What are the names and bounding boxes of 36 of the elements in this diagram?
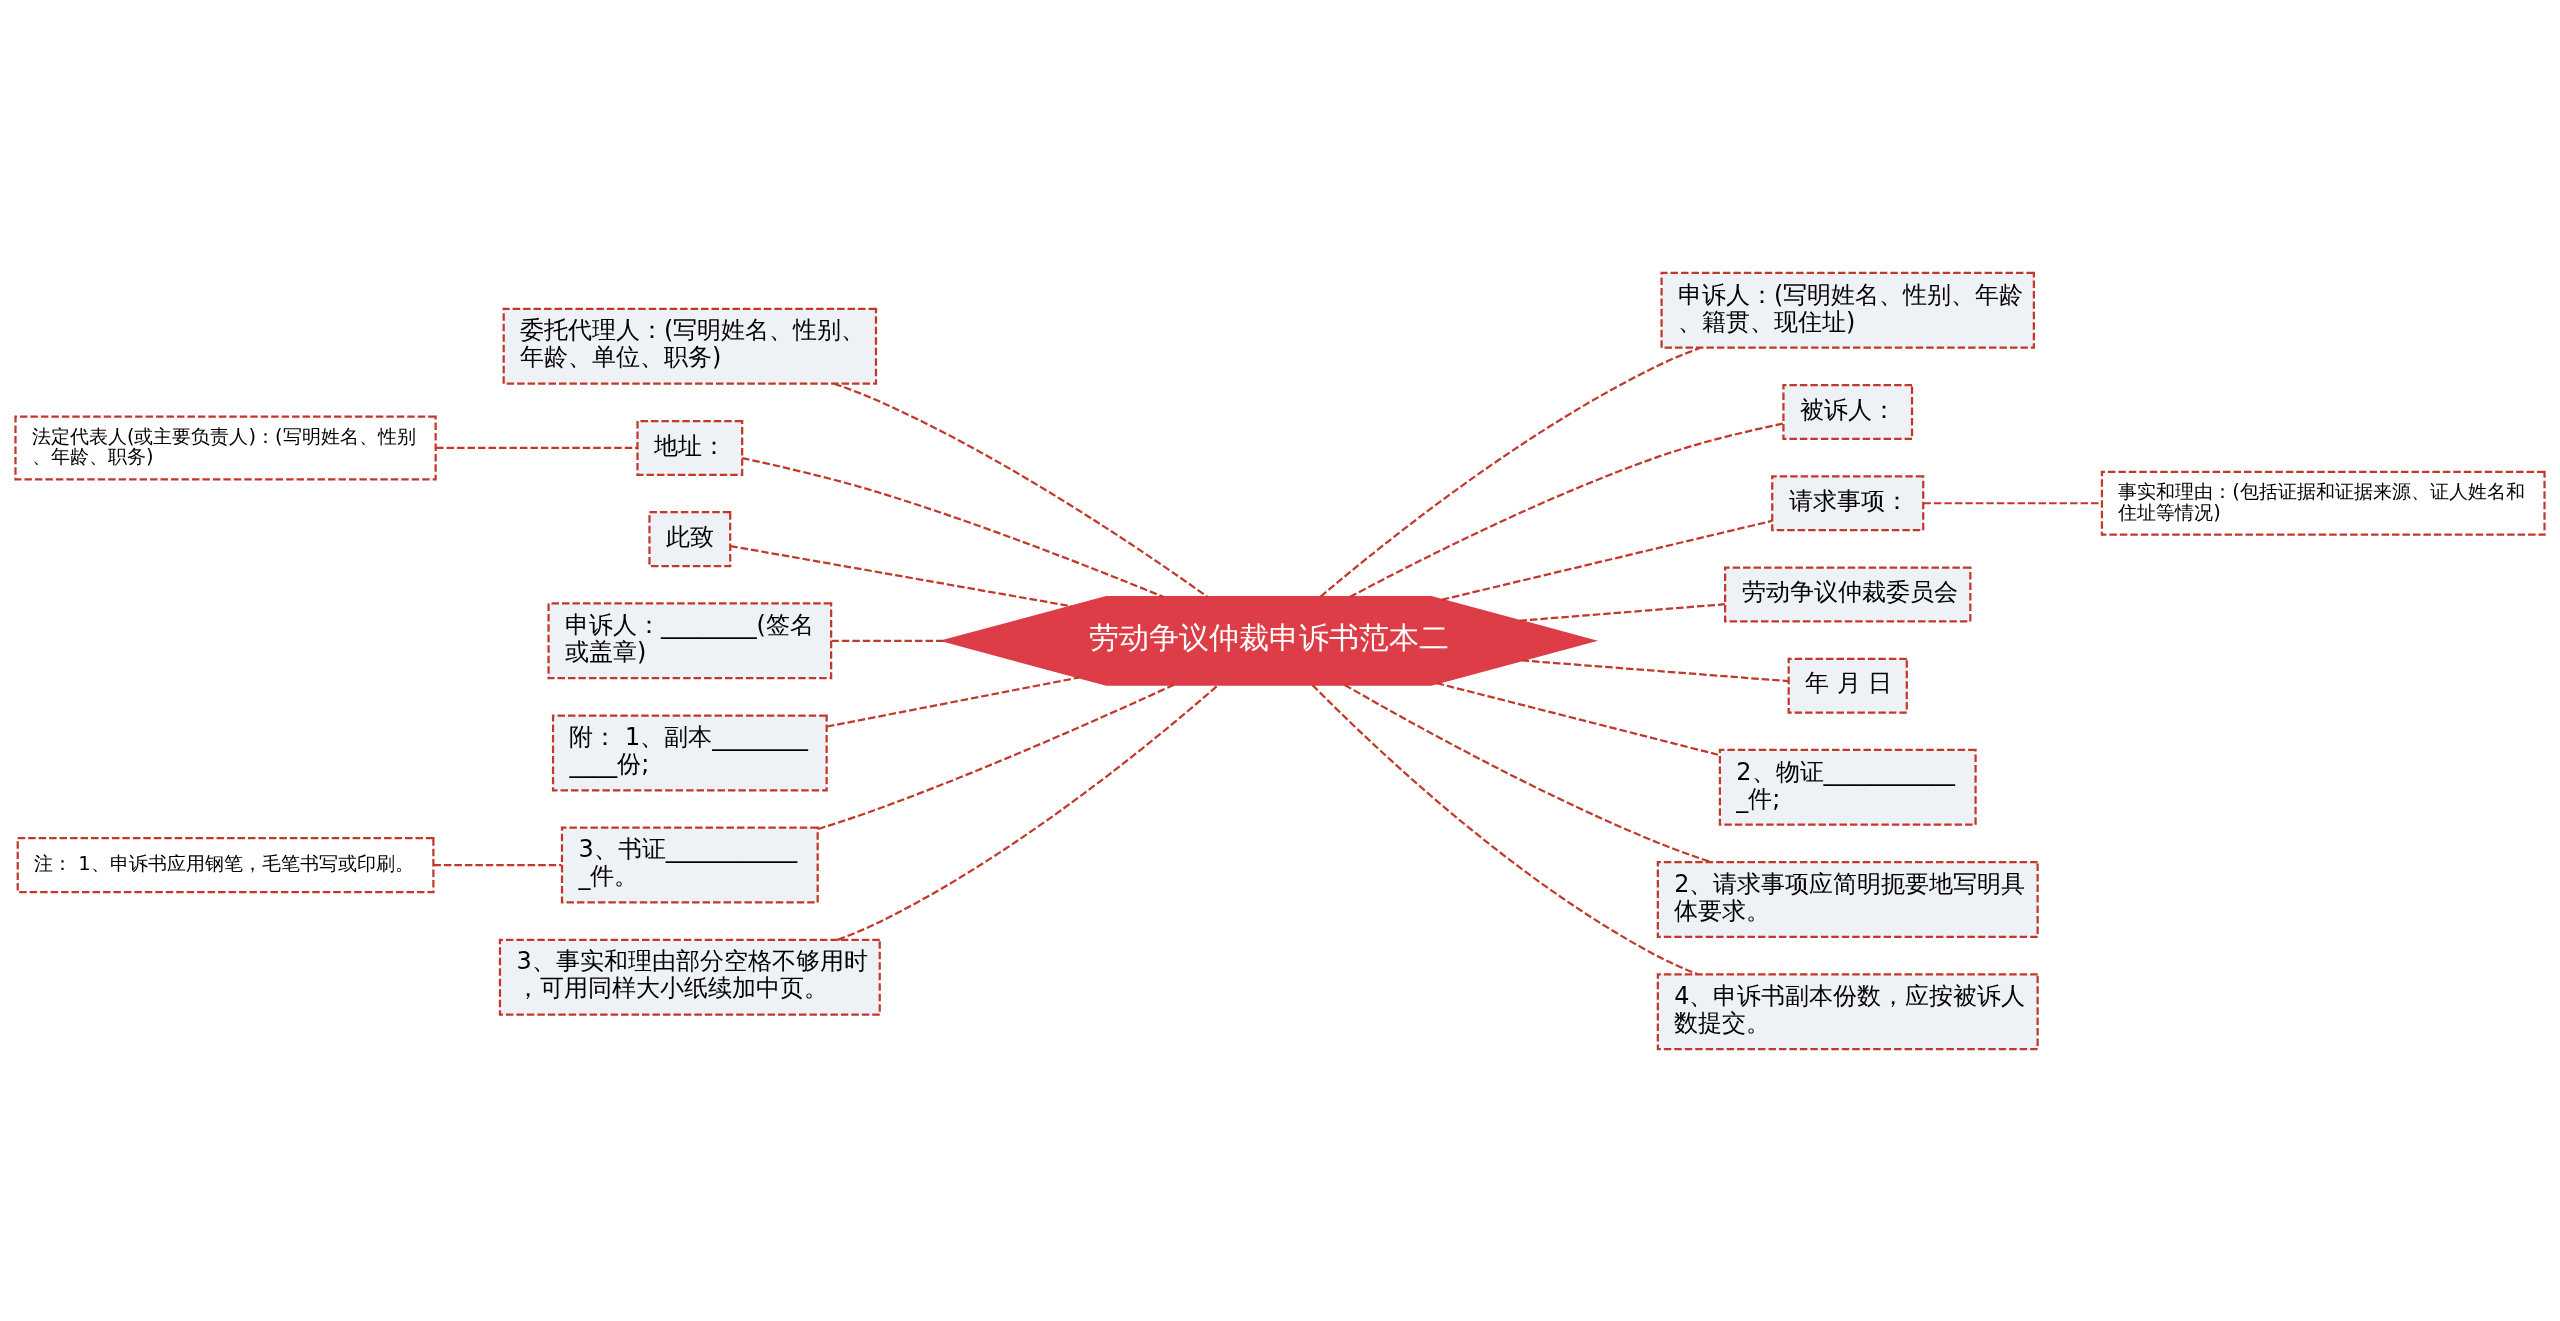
connector xyxy=(1319,346,1701,597)
node-box: 请求事项： xyxy=(1771,474,1925,531)
node-box: 2、请求事项应简明扼要地写明具体要求。 xyxy=(1656,860,2039,938)
connector xyxy=(817,683,1175,830)
connector xyxy=(1521,658,1789,682)
connector xyxy=(741,456,1165,598)
node-box: 4、申诉书副本份数，应按被诉人数提交。 xyxy=(1656,972,2039,1050)
connector xyxy=(436,446,638,449)
node-box: 事实和理由：(包括证据和证据来源、证人姓名和住址等情况) xyxy=(2100,470,2546,536)
connector xyxy=(826,675,1080,728)
node-box: 注： 1、申诉书应用钢笔，毛笔书写或印刷。 xyxy=(16,836,435,893)
node-box: 此致 xyxy=(648,510,732,567)
connector xyxy=(1519,602,1725,622)
connector xyxy=(1349,421,1784,598)
node-box: 劳动争议仲裁委员会 xyxy=(1724,565,1972,622)
connector xyxy=(831,639,944,642)
node-box: 附： 1、副本____________份; xyxy=(551,713,828,791)
node-box: 申诉人：(写明姓名、性别、年龄、籍贯、现住址) xyxy=(1660,271,2035,349)
connector xyxy=(730,544,1072,607)
connector xyxy=(1344,683,1712,863)
node-box: 被诉人： xyxy=(1782,383,1914,440)
connector xyxy=(433,863,562,866)
connector xyxy=(833,382,1209,598)
node-box: 委托代理人：(写明姓名、性别、年龄、单位、职务) xyxy=(502,307,878,385)
node-box: 法定代表人(或主要负责人)：(写明姓名、性别、年龄、职务) xyxy=(14,414,437,480)
connector xyxy=(837,683,1219,941)
connector xyxy=(1436,681,1721,756)
connector xyxy=(1311,683,1698,975)
node-box: 3、书证____________件。 xyxy=(560,826,819,904)
node-box: 年 月 日 xyxy=(1787,657,1908,714)
node-box: 申诉人：________(签名或盖章) xyxy=(547,601,833,679)
connector xyxy=(1441,519,1773,601)
node-box: 2、物证____________件; xyxy=(1718,748,1977,826)
node-box: 地址： xyxy=(636,419,744,476)
node-box: 3、事实和理由部分空格不够用时，可用同样大小纸续加中页。 xyxy=(498,938,881,1016)
connector xyxy=(1923,501,2102,504)
